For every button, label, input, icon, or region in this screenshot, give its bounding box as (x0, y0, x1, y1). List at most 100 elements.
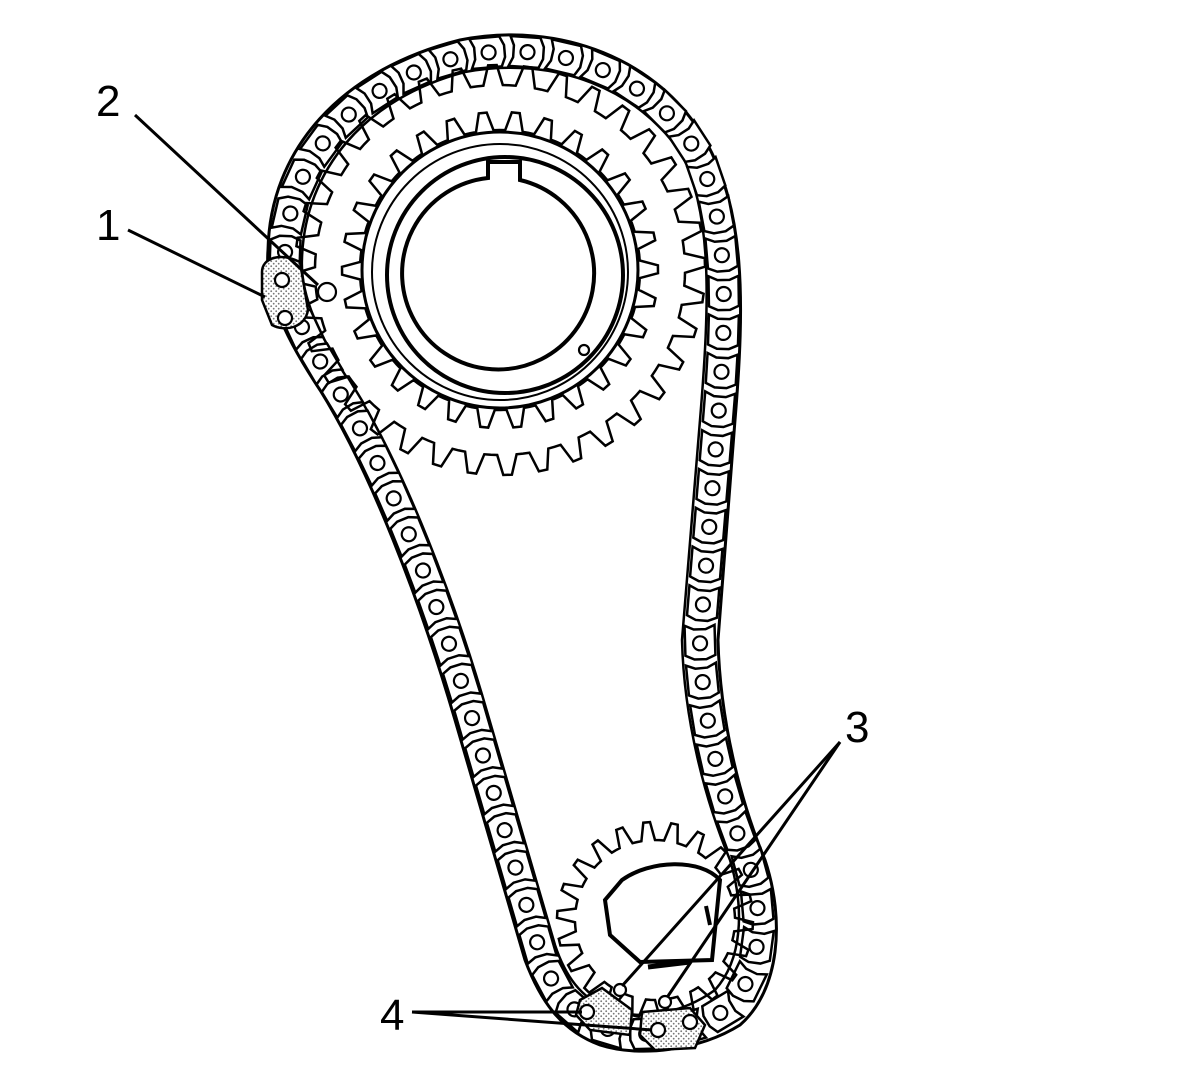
chain-link (701, 389, 737, 429)
crankshaft-sprocket (555, 820, 755, 1020)
chain-link-pin (717, 788, 734, 805)
chain-link (685, 154, 727, 198)
chain-link-pin (699, 712, 716, 729)
chain-link (688, 544, 724, 584)
chain-link-pin (405, 64, 422, 81)
camshaft-bore-with-keyway (400, 160, 597, 372)
chain-link-pin (400, 526, 417, 543)
chain-link (530, 959, 575, 1004)
callout-1: 1 (96, 201, 120, 250)
chain-link-pin (707, 750, 724, 767)
chain-link (441, 662, 483, 705)
leader-line-2 (133, 113, 320, 287)
chain-link-pin (701, 518, 718, 535)
chain-link (685, 583, 721, 623)
chain-link-pin (708, 208, 725, 225)
chain-link (389, 52, 433, 96)
leader-line-4b (411, 1010, 653, 1032)
chain-link (578, 47, 622, 91)
camshaft-hub-ring-outer (360, 130, 640, 410)
chain-link-pin (749, 899, 766, 917)
leader-line-3a (620, 741, 842, 987)
chain-link-pin (440, 635, 458, 652)
shaded-link-lower-right (638, 1006, 707, 1052)
chain-link-pin (658, 105, 676, 122)
camshaft-sprocket (293, 63, 707, 477)
chain-link-pin (737, 975, 754, 993)
timing-mark-dot (316, 281, 338, 303)
chain-link-pin (332, 386, 349, 403)
chain-link-pin (474, 747, 492, 764)
chain-link (507, 886, 548, 929)
chain-link (700, 988, 746, 1034)
chain-link (429, 625, 471, 668)
camshaft-sprocket-outer-teeth (293, 63, 707, 477)
shaded-link-upper (260, 255, 310, 330)
chain-link (403, 552, 446, 595)
chain-link (611, 64, 657, 110)
chain-link (703, 233, 740, 273)
chain-link-pin (710, 402, 727, 419)
chain-link (496, 849, 537, 892)
chain-link-pin (729, 825, 746, 842)
leader-lines (127, 113, 842, 1032)
chain-link (320, 375, 365, 420)
chain-link (357, 444, 401, 488)
crankshaft-sprocket-teeth (555, 820, 755, 1020)
chain-link-pin (713, 363, 730, 380)
chain-link-pin (697, 557, 715, 574)
chain-link (684, 660, 721, 700)
chain-link (323, 93, 370, 141)
chain-link (683, 622, 717, 661)
chain-link (698, 428, 734, 468)
chain-link-pin (712, 1004, 729, 1022)
chain-link (691, 505, 728, 545)
chain-link-pin (748, 938, 765, 955)
chain-link-pin (385, 490, 402, 507)
camshaft-hub-ring-mid (371, 143, 629, 401)
chain-link-pin (707, 441, 724, 458)
timing-mark-link-3b (657, 994, 673, 1010)
chain-link-pin (594, 61, 611, 79)
camshaft-sprocket-inner-teeth (340, 111, 660, 429)
crankshaft-bore (602, 862, 723, 965)
chain-link (704, 350, 739, 390)
chain-link-pin (694, 596, 712, 613)
chain-link-pin (542, 970, 560, 987)
leader-line-1 (127, 228, 266, 299)
chain-outer-band (266, 33, 778, 1053)
leader-line-3b (666, 741, 842, 997)
chain-link-pin (485, 784, 502, 801)
chain-link (725, 958, 769, 1003)
timing-chain (266, 33, 778, 1053)
chain-link (485, 811, 526, 854)
chain-link-pin (699, 170, 716, 188)
chain-link-pin (314, 135, 331, 152)
chain-link (270, 195, 310, 237)
chain-link-pin (628, 80, 646, 97)
chain-links (268, 34, 776, 1051)
chain-link (695, 735, 735, 778)
chain-link (715, 809, 758, 852)
camshaft-dowel-hole (577, 343, 591, 357)
chain-link-pin (518, 896, 535, 913)
chain-link (695, 467, 731, 506)
crankshaft-key-mark (647, 959, 691, 970)
callout-3: 3 (845, 703, 869, 752)
chain-link-pin (442, 51, 459, 68)
chain-link (739, 886, 775, 926)
chain-link-pin (414, 562, 432, 579)
chain-link-pin (340, 106, 357, 123)
timing-mark-link-3a (612, 982, 628, 998)
chain-link-pin (557, 49, 575, 67)
chain-link (542, 37, 585, 77)
chain-link (467, 35, 507, 71)
crankshaft-key-mark-2 (704, 905, 712, 926)
chain-link (416, 588, 459, 632)
chain-link (339, 409, 384, 454)
chain-link-pin (369, 454, 386, 472)
chain-link (703, 772, 745, 815)
chain-link (688, 698, 726, 739)
chain-link (452, 699, 494, 742)
